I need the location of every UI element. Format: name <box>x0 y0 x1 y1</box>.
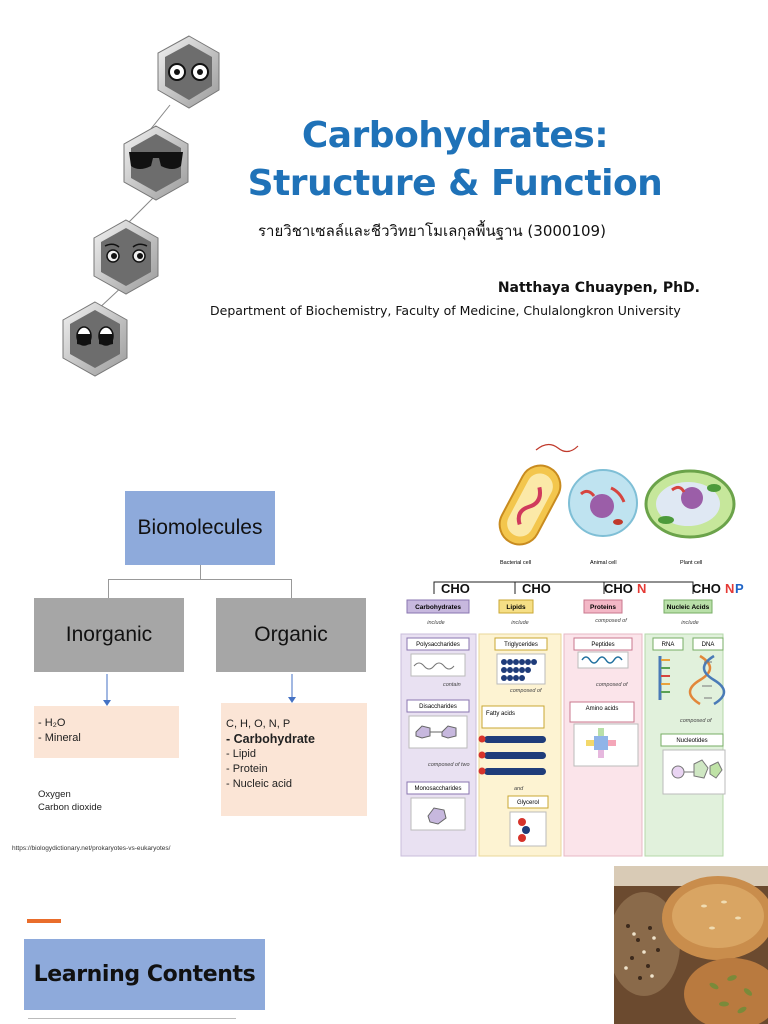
course-subtitle: รายวิชาเซลล์และชีววิทยาโมเลกุลพื้นฐาน (3… <box>258 222 606 240</box>
biomolecule-classification-figure: CHO CHO CHO N CHO N P Carbohydrates Lipi… <box>400 581 744 857</box>
list-item: Oxygen <box>38 789 71 800</box>
list-item: - Lipid <box>226 748 256 760</box>
svg-text:include: include <box>681 620 698 626</box>
sunglasses-hexagon-icon <box>123 125 189 201</box>
carbohydrates-header: Carbohydrates <box>415 604 461 611</box>
svg-text:composed of: composed of <box>596 682 628 688</box>
element-label: CHO <box>441 581 470 596</box>
inorganic-box: Inorganic <box>34 598 184 672</box>
slide-title: Carbohydrates: Structure & Function <box>245 112 665 208</box>
svg-text:include: include <box>511 620 528 626</box>
gas-list: Oxygen Carbon dioxide <box>38 788 102 814</box>
divider <box>28 1018 236 1019</box>
svg-text:Polysaccharides: Polysaccharides <box>416 642 460 648</box>
list-item: - Mineral <box>38 732 81 744</box>
tree-connector <box>291 579 292 598</box>
svg-text:Triglycerides: Triglycerides <box>504 642 538 648</box>
svg-text:and: and <box>514 786 524 792</box>
svg-text:composed of: composed of <box>510 688 542 694</box>
svg-text:DNA: DNA <box>702 642 715 648</box>
element-label: N <box>637 581 646 596</box>
list-item: - Protein <box>226 763 268 775</box>
title-line-2: Structure & Function <box>247 163 663 204</box>
list-item: - Nucleic acid <box>226 778 293 790</box>
svg-text:RNA: RNA <box>662 642 675 648</box>
svg-text:Amino acids: Amino acids <box>586 706 619 712</box>
svg-text:Nucleotides: Nucleotides <box>676 738 707 744</box>
list-item: - H₂O <box>38 717 66 729</box>
svg-text:Monosaccharides: Monosaccharides <box>414 786 461 792</box>
plant-cell-label: Plant cell <box>680 560 702 566</box>
inorganic-list: - H₂O - Mineral <box>34 706 179 758</box>
svg-text:Disaccharides: Disaccharides <box>419 704 457 710</box>
svg-text:composed of: composed of <box>595 618 627 624</box>
animal-cell-label: Animal cell <box>590 560 617 566</box>
svg-text:composed of: composed of <box>680 718 712 724</box>
svg-text:composed of two: composed of two <box>428 762 470 768</box>
element-label: CHO <box>604 581 633 596</box>
arrow-down-icon <box>103 674 111 706</box>
element-label: CHO <box>522 581 551 596</box>
lipids-header: Lipids <box>506 604 526 611</box>
nucleic-acids-header: Nucleic Acids <box>667 604 710 611</box>
organic-elements: C, H, O, N, P <box>226 718 291 730</box>
element-label: N <box>725 581 734 596</box>
animal-cell-icon <box>568 469 638 537</box>
arrow-down-icon <box>288 674 296 703</box>
bacterial-cell-icon <box>498 464 562 546</box>
element-label: CHO <box>692 581 721 596</box>
bread-grains-photo <box>614 866 768 1024</box>
hexagon-mascot-chain <box>62 35 220 377</box>
accent-bar <box>27 919 61 923</box>
author-name: Natthaya Chuaypen, PhD. <box>497 280 700 296</box>
biomolecules-box: Biomolecules <box>125 491 275 565</box>
dna-helix-icon <box>688 654 726 706</box>
sleepy-eyes-hexagon-icon <box>62 301 128 377</box>
bacterial-cell-label: Bacterial cell <box>500 560 531 566</box>
organic-box: Organic <box>216 598 366 672</box>
list-item: Carbon dioxide <box>38 802 102 813</box>
svg-text:Fatty acids: Fatty acids <box>486 711 515 717</box>
proteins-header: Proteins <box>590 604 616 611</box>
tree-connector <box>108 579 292 580</box>
rna-strand-icon <box>658 656 670 700</box>
plant-cell-icon <box>644 469 736 539</box>
svg-text:contain: contain <box>443 682 461 688</box>
tree-connector <box>200 565 201 579</box>
source-link[interactable]: https://biologydictionary.net/prokaryote… <box>12 845 171 852</box>
svg-text:include: include <box>427 620 444 626</box>
svg-text:Glycerol: Glycerol <box>517 800 539 806</box>
wide-eyes-hexagon-icon <box>157 35 220 109</box>
svg-text:Peptides: Peptides <box>591 642 614 648</box>
tree-connector <box>108 579 109 598</box>
title-line-1: Carbohydrates: <box>301 115 609 156</box>
list-item-carbohydrate: - Carbohydrate <box>226 732 315 746</box>
element-label: P <box>735 581 744 596</box>
organic-list: C, H, O, N, P - Carbohydrate - Lipid - P… <box>221 703 367 816</box>
department-line: Department of Biochemistry, Faculty of M… <box>210 303 681 318</box>
cell-types-illustration: Bacterial cell Animal cell Plant cell <box>498 443 736 566</box>
learning-contents-heading: Learning Contents <box>24 939 265 1010</box>
fatty-acid-chains <box>478 735 546 775</box>
worried-eyes-hexagon-icon <box>93 219 159 295</box>
